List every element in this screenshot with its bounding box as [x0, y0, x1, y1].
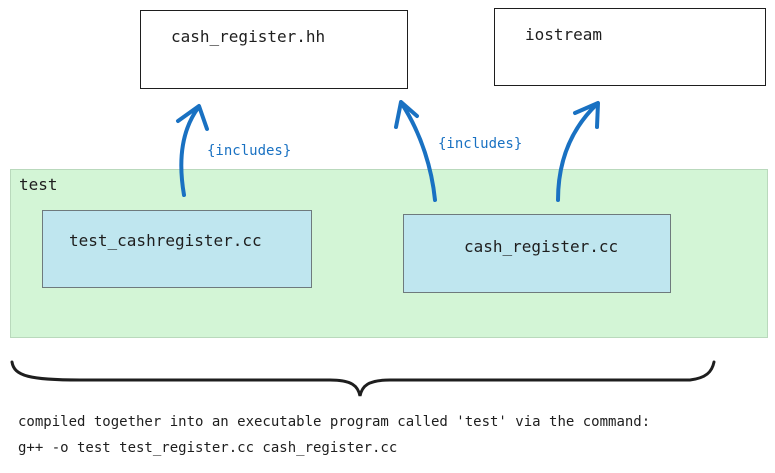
- caption-line-1: compiled together into an executable pro…: [18, 414, 651, 430]
- arrow-cash-cc-to-iostream: [556, 102, 599, 202]
- caption-line-2: g++ -o test test_register.cc cash_regist…: [18, 440, 398, 456]
- arrowhead-test-cc-to-hh: [176, 104, 209, 131]
- test-cashregister-cc-label: test_cashregister.cc: [69, 231, 262, 250]
- arrowhead-cash-cc-to-hh: [394, 100, 419, 129]
- arrow-test-cc-to-hh: [179, 106, 200, 197]
- includes-label-2: {includes}: [438, 136, 523, 152]
- cash-register-cc-label: cash_register.cc: [464, 237, 619, 256]
- iostream-box: iostream: [494, 8, 766, 86]
- curly-brace: [10, 360, 716, 397]
- cash-register-cc-box: cash_register.cc: [403, 214, 671, 293]
- iostream-label: iostream: [525, 25, 603, 44]
- arrowhead-cash-cc-to-iostream: [573, 101, 600, 129]
- test-group: test test_cashregister.cc cash_register.…: [10, 169, 768, 338]
- includes-label-1: {includes}: [207, 143, 292, 159]
- cash-register-hh-label: cash_register.hh: [171, 27, 326, 46]
- test-group-label: test: [19, 175, 58, 194]
- arrow-cash-cc-to-hh: [400, 102, 437, 202]
- test-cashregister-cc-box: test_cashregister.cc: [42, 210, 312, 288]
- cash-register-hh-box: cash_register.hh: [140, 10, 408, 89]
